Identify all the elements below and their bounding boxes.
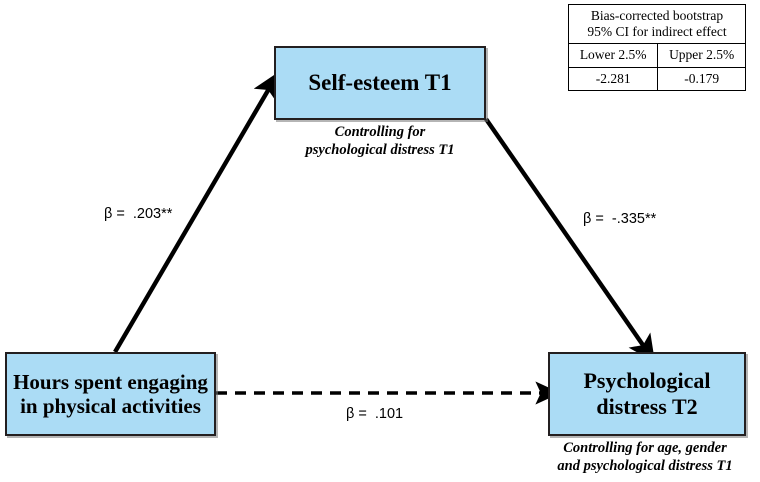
- table-value-upper: -0.179: [657, 66, 746, 91]
- node-mediator-caption: Controlling for psychological distress T…: [305, 124, 455, 158]
- node-outcome[interactable]: Psychological distress T2: [548, 352, 746, 436]
- table-title: Bias-corrected bootstrap 95% CI for indi…: [568, 3, 746, 45]
- node-mediator-label: Self-esteem T1: [308, 69, 452, 95]
- node-mediator[interactable]: Self-esteem T1: [274, 46, 486, 120]
- table-header-lower: Lower 2.5%: [567, 43, 659, 68]
- bootstrap-ci-table: Bias-corrected bootstrap 95% CI for indi…: [567, 3, 746, 91]
- node-predictor[interactable]: Hours spent engaging in physical activit…: [5, 352, 216, 436]
- table-row-headers: Lower 2.5% Upper 2.5%: [567, 43, 746, 68]
- table-value-lower: -2.281: [567, 66, 659, 91]
- path-b-arrow: [484, 117, 656, 363]
- node-predictor-label: Hours spent engaging in physical activit…: [13, 369, 208, 418]
- table-row-values: -2.281 -0.179: [567, 66, 746, 91]
- table-header-upper: Upper 2.5%: [657, 43, 746, 68]
- path-b-label: β = -.335**: [583, 211, 657, 227]
- node-outcome-caption: Controlling for age, gender and psycholo…: [557, 440, 733, 474]
- table-row-title: Bias-corrected bootstrap 95% CI for indi…: [568, 3, 746, 45]
- path-c-label: β = .101: [346, 406, 404, 422]
- path-a-label: β = .203**: [104, 206, 173, 222]
- node-outcome-label: Psychological distress T2: [583, 368, 711, 419]
